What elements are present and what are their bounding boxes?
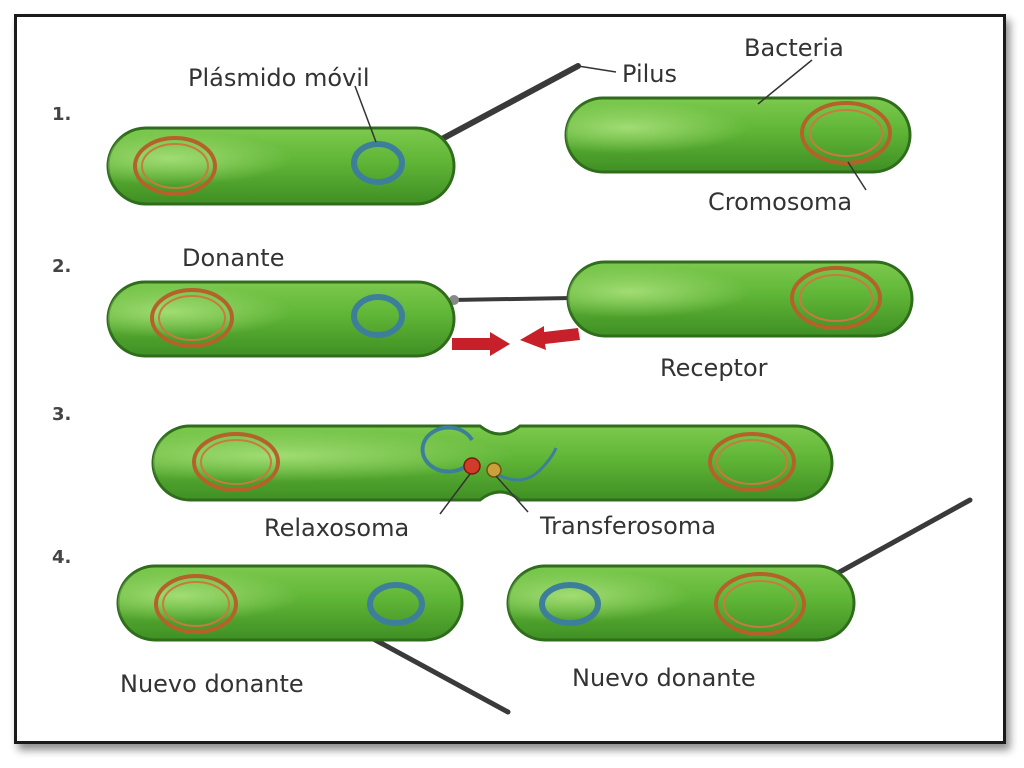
label-donante: Donante — [182, 244, 284, 272]
label-bacteria: Bacteria — [744, 34, 844, 62]
chromosome-ring — [714, 572, 806, 636]
transferosome-icon — [486, 462, 502, 478]
plasmid-transfer-ring — [420, 425, 474, 474]
chromosome-ring-inner — [162, 581, 230, 627]
cromosoma-leader — [847, 161, 867, 191]
label-transferosoma: Transferosoma — [539, 512, 716, 540]
step-number-2: 2. — [52, 256, 71, 277]
chromosome-ring-inner — [141, 143, 209, 189]
recipient-cell-glow — [568, 262, 912, 336]
label-receptor: Receptor — [660, 354, 768, 382]
chromosome-ring — [150, 288, 234, 348]
chromosome-ring — [800, 101, 892, 165]
step-3-group: Relaxosoma Transferosoma — [151, 424, 834, 542]
chromosome-ring-inner — [200, 439, 272, 485]
chromosome-ring-inner — [723, 580, 797, 628]
step-number-1: 1. — [52, 104, 71, 125]
plasmid-ring — [351, 141, 405, 185]
label-pilus: Pilus — [622, 60, 677, 88]
chromosome-ring — [192, 432, 280, 492]
plasmid-strand — [489, 447, 558, 482]
label-nuevo-donante-left: Nuevo donante — [120, 670, 304, 698]
relaxosoma-leader — [439, 473, 471, 515]
pilus-leader — [577, 65, 617, 73]
chromosome-ring-inner — [158, 295, 226, 341]
label-relaxosoma: Relaxosoma — [264, 514, 409, 542]
pilus-line — [437, 63, 581, 143]
chromosome-ring-inner — [809, 109, 883, 157]
chromosome-ring-inner — [799, 274, 873, 322]
relaxosome-icon — [463, 457, 481, 475]
plasmid-ring — [367, 582, 425, 626]
label-cromosoma: Cromosoma — [708, 188, 852, 216]
plasmid-ring — [539, 582, 601, 626]
new-donor-cell-glow — [118, 566, 462, 640]
chromosome-ring — [708, 432, 796, 492]
step-number-4: 4. — [52, 547, 71, 568]
chromosome-ring — [133, 136, 217, 196]
step-4-group: Nuevo donante Nuevo donante — [116, 497, 973, 715]
pilus-bridge — [451, 296, 573, 302]
bacteria-leader — [757, 59, 813, 105]
step-number-3: 3. — [52, 404, 71, 425]
recipient-cell-glow — [566, 98, 910, 172]
pilus-line — [833, 497, 973, 577]
plasmid-leader — [354, 85, 377, 143]
arrow-left-icon — [520, 326, 580, 350]
arrow-right-icon — [452, 332, 510, 356]
chromosome-ring — [790, 266, 882, 330]
chromosome-ring-inner — [716, 439, 788, 485]
transferosoma-leader — [495, 475, 529, 513]
plasmid-ring — [351, 294, 405, 338]
label-plasmido-movil: Plásmido móvil — [188, 64, 370, 92]
new-donor-cell-glow — [508, 566, 854, 640]
pilus-line — [365, 633, 511, 715]
label-nuevo-donante-right: Nuevo donante — [572, 664, 756, 692]
step-1-group: Plásmido móvil Pilus Bacteria Cromosoma — [106, 34, 912, 216]
step-2-group: Donante Receptor — [106, 244, 914, 382]
chromosome-ring — [154, 574, 238, 634]
